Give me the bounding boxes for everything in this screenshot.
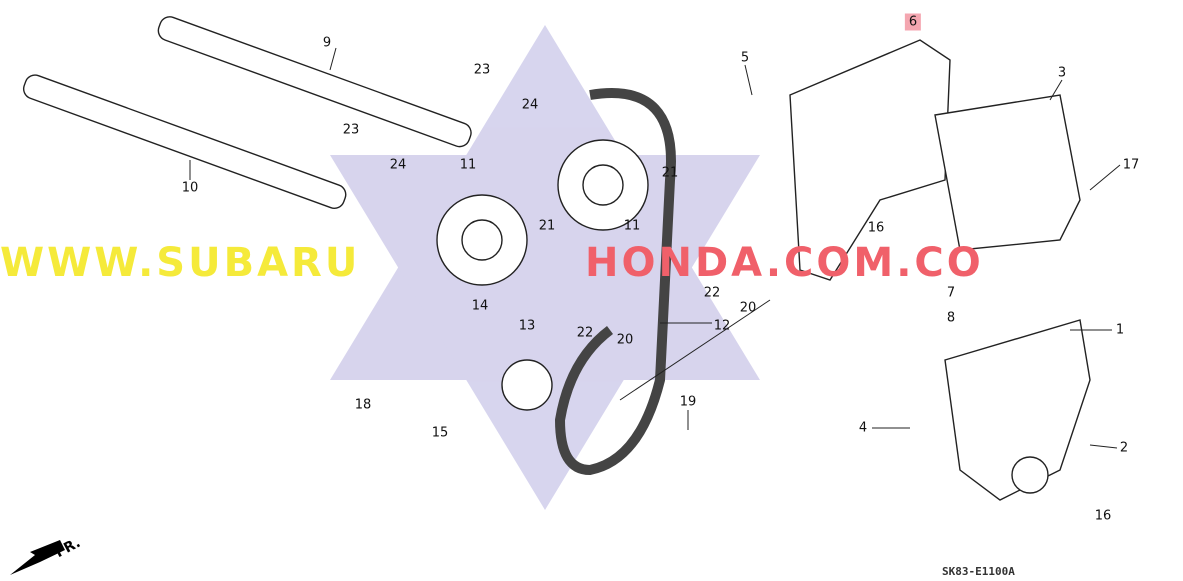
callout-19: 19 bbox=[679, 394, 697, 410]
callout-23: 23 bbox=[473, 62, 491, 78]
callout-21: 21 bbox=[661, 165, 679, 181]
lower-cover bbox=[944, 319, 1091, 501]
leader-lines bbox=[189, 47, 1121, 449]
camshaft-lower bbox=[22, 74, 347, 210]
callout-6-highlighted[interactable]: 6 bbox=[904, 13, 922, 31]
callout-24: 24 bbox=[521, 97, 539, 113]
callout-21: 21 bbox=[538, 218, 556, 234]
watermark-right: HONDA.COM.CO bbox=[585, 240, 984, 286]
callout-12: 12 bbox=[713, 318, 731, 334]
callout-8: 8 bbox=[946, 310, 956, 326]
callout-11: 11 bbox=[459, 157, 477, 173]
callout-22: 22 bbox=[703, 285, 721, 301]
upper-cover-front bbox=[934, 94, 1081, 251]
callout-17: 17 bbox=[1122, 157, 1140, 173]
callout-23: 23 bbox=[342, 122, 360, 138]
callout-3: 3 bbox=[1057, 65, 1067, 81]
upper-cover-back bbox=[789, 39, 951, 281]
callout-14: 14 bbox=[471, 298, 489, 314]
callout-1: 1 bbox=[1115, 322, 1125, 338]
timing-belt bbox=[554, 88, 676, 476]
callout-16: 16 bbox=[1094, 508, 1112, 524]
front-arrow-icon bbox=[10, 540, 65, 575]
callout-22: 22 bbox=[576, 325, 594, 341]
callout-20: 20 bbox=[739, 300, 757, 316]
tensioner bbox=[501, 359, 553, 411]
callout-7: 7 bbox=[946, 285, 956, 301]
callout-20: 20 bbox=[616, 332, 634, 348]
callout-16: 16 bbox=[867, 220, 885, 236]
callout-11: 11 bbox=[623, 218, 641, 234]
callout-2: 2 bbox=[1119, 440, 1129, 456]
callout-13: 13 bbox=[518, 318, 536, 334]
callout-4: 4 bbox=[858, 420, 868, 436]
callout-9: 9 bbox=[322, 35, 332, 51]
diagram-code: SK83-E1100A bbox=[942, 565, 1015, 578]
callout-18: 18 bbox=[354, 397, 372, 413]
callout-24: 24 bbox=[389, 157, 407, 173]
callout-10: 10 bbox=[181, 180, 199, 196]
callout-15: 15 bbox=[431, 425, 449, 441]
callout-5: 5 bbox=[740, 50, 750, 66]
watermark-left: WWW.SUBARU bbox=[0, 240, 361, 286]
camshaft-upper bbox=[157, 16, 472, 148]
